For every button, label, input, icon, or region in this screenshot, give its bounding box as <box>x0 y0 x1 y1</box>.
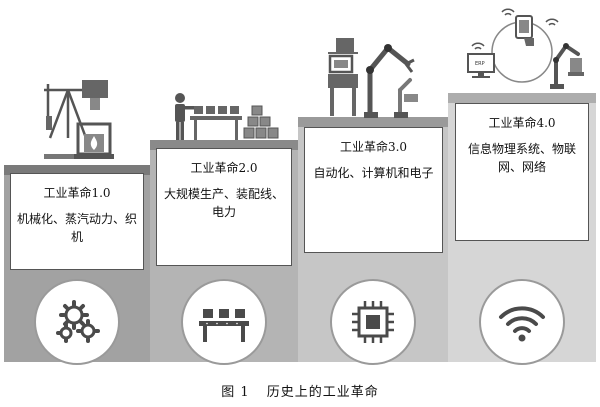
stage-1-band <box>4 165 150 175</box>
stage-4-title: 工业革命4.0 <box>488 116 556 130</box>
figure-caption: 图 1 历史上的工业革命 <box>0 381 600 400</box>
robot-arm-computer-illustration <box>328 38 418 118</box>
gears-icon <box>56 300 100 343</box>
stage-1-icon-circle <box>34 279 120 365</box>
stage-4-band <box>448 93 596 103</box>
stage-3-card: 工业革命3.0 自动化、计算机和电子 <box>304 127 443 253</box>
wifi-small-icon-right <box>545 18 559 26</box>
stage-1-card: 工业革命1.0 机械化、蒸汽动力、织机 <box>10 173 144 270</box>
stage-2-band <box>150 140 298 150</box>
stage-2-icon-circle <box>181 279 267 365</box>
stage-3-step: 工业革命3.0 自动化、计算机和电子 <box>298 117 448 365</box>
stage-1-title: 工业革命1.0 <box>43 186 111 200</box>
stage-3-band <box>298 117 448 127</box>
stage-3-description: 自动化、计算机和电子 <box>313 166 434 180</box>
stage-4-description: 信息物理系统、物联网、网络 <box>467 142 576 174</box>
figure-number: 图 1 <box>221 385 250 400</box>
figure-title: 历史上的工业革命 <box>266 385 379 400</box>
stage-2-description: 大规模生产、装配线、电力 <box>163 187 284 219</box>
connected-erp-robot-illustration: ERP <box>467 8 584 89</box>
stage-1-description: 机械化、蒸汽动力、织机 <box>17 212 138 244</box>
stage-2-title: 工业革命2.0 <box>190 161 258 175</box>
stage-3-title: 工业革命3.0 <box>339 140 408 154</box>
wifi-icon <box>499 306 545 342</box>
oil-pump-furnace-illustration <box>44 80 114 159</box>
stage-4-icon-circle <box>479 279 565 365</box>
erp-label: ERP <box>475 61 485 67</box>
chip-icon <box>352 301 394 343</box>
stage-3-icon-circle <box>330 279 416 365</box>
conveyor-icon <box>199 309 249 342</box>
stage-1-step: 工业革命1.0 机械化、蒸汽动力、织机 <box>4 165 150 365</box>
stage-4-card: 工业革命4.0 信息物理系统、物联网、网络 <box>455 103 589 241</box>
stage-2-step: 工业革命2.0 大规模生产、装配线、电力 <box>150 140 298 365</box>
wifi-small-icon <box>501 8 515 16</box>
stage-4-step: 工业革命4.0 信息物理系统、物联网、网络 <box>448 93 596 365</box>
stage-2-card: 工业革命2.0 大规模生产、装配线、电力 <box>156 148 292 266</box>
worker-assembly-line-illustration <box>175 93 279 140</box>
